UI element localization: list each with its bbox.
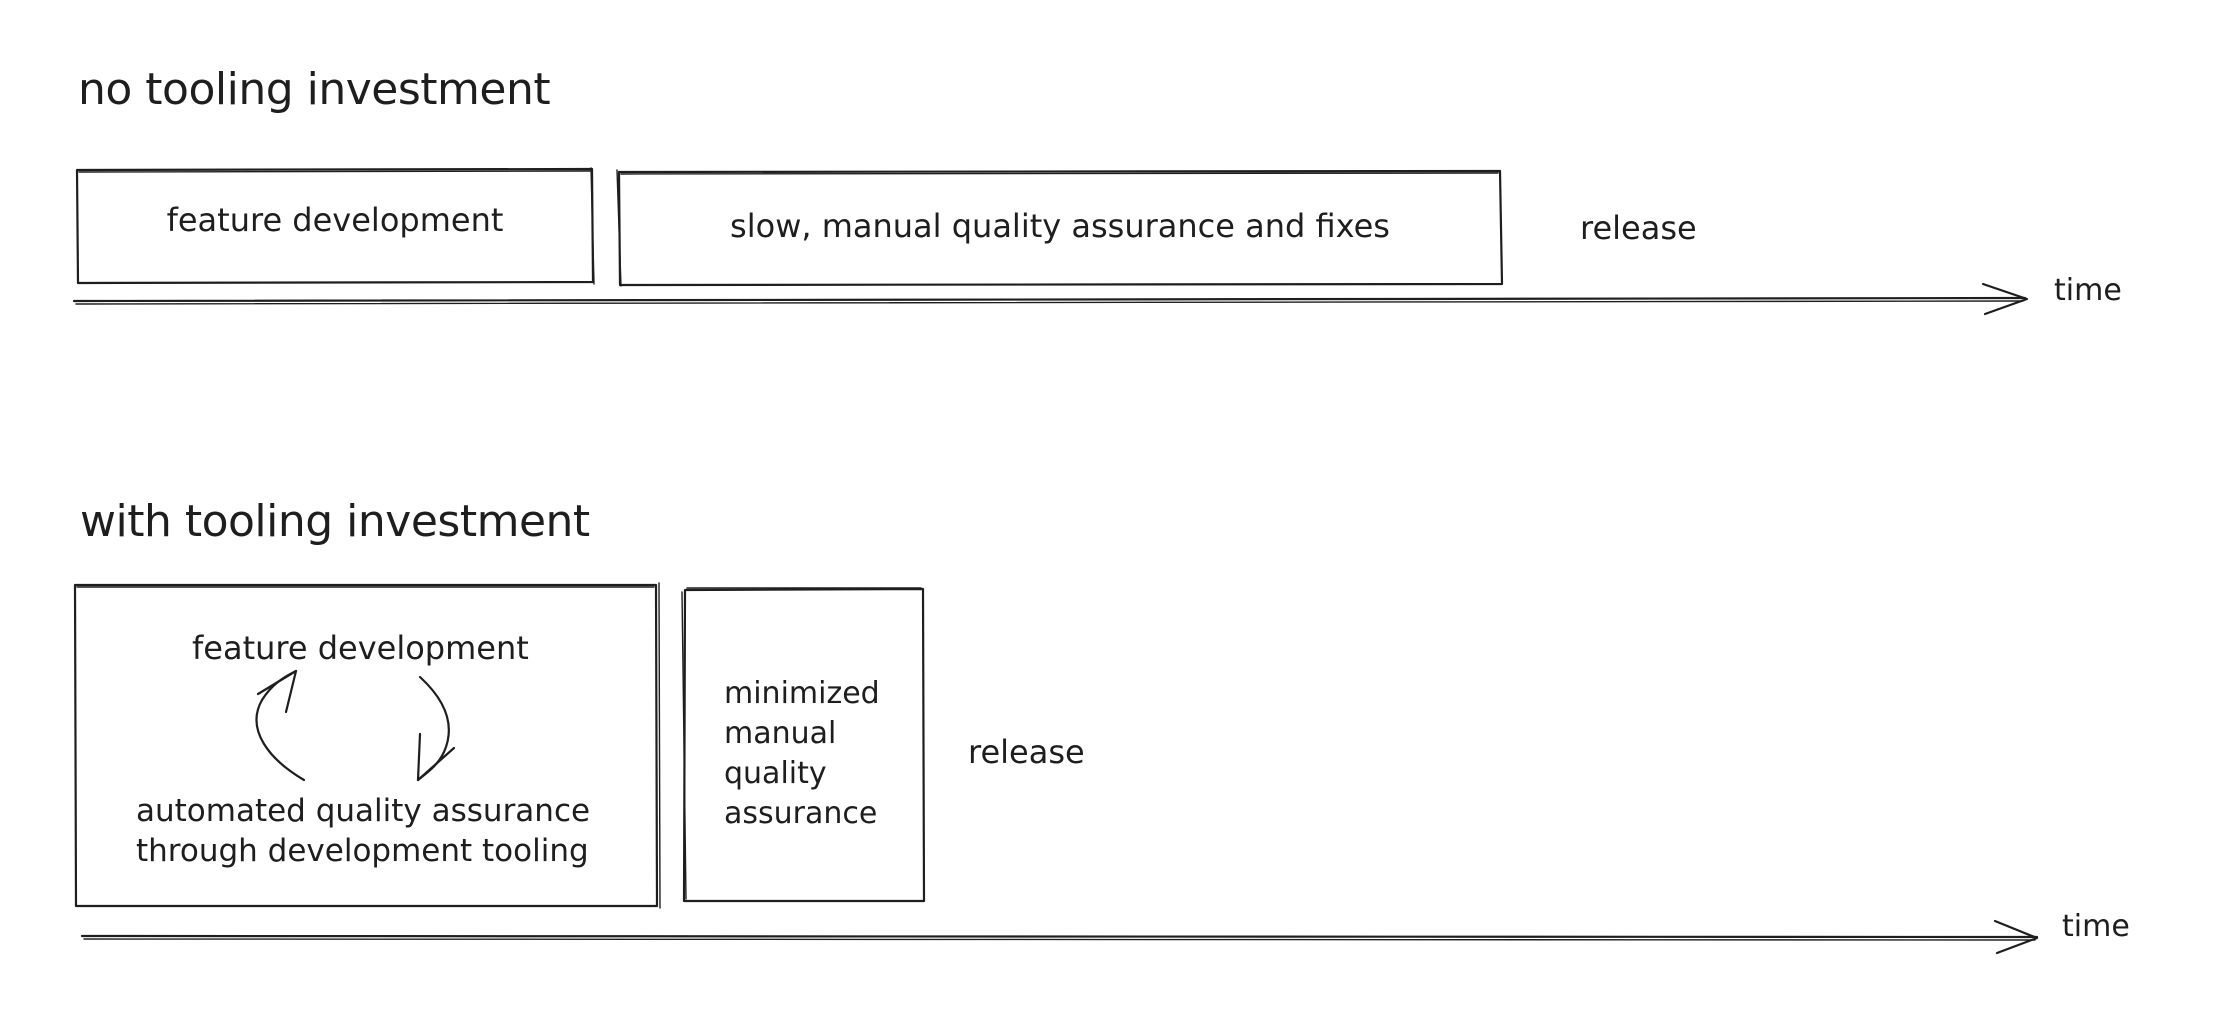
bottom-time-axis-arrow (80, 919, 2039, 955)
tooling-feature-label: feature development (192, 629, 529, 667)
minimized-manual-qa-label: minimized manual quality assurance (724, 676, 880, 831)
top-release-label: release (1580, 209, 1697, 247)
bottom-section-heading: with tooling investment (80, 496, 590, 547)
cycle-arrow-down (416, 675, 456, 782)
top-time-label: time (2054, 273, 2122, 308)
manual-qa-box (616, 169, 1504, 287)
feature-development-label: feature development (166, 201, 504, 239)
automated-qa-label: automated quality assurance through deve… (136, 793, 591, 869)
top-section-heading: no tooling investment (78, 64, 551, 115)
cycle-arrow-up (255, 669, 306, 782)
feature-development-box (75, 167, 595, 285)
top-time-axis-arrow (72, 282, 2029, 316)
minimized-manual-qa-box (681, 587, 926, 903)
bottom-release-label: release (968, 733, 1085, 771)
tooling-feature-box (73, 582, 661, 909)
manual-qa-label: slow, manual quality assurance and fixes (730, 207, 1390, 245)
bottom-time-label: time (2062, 909, 2130, 944)
